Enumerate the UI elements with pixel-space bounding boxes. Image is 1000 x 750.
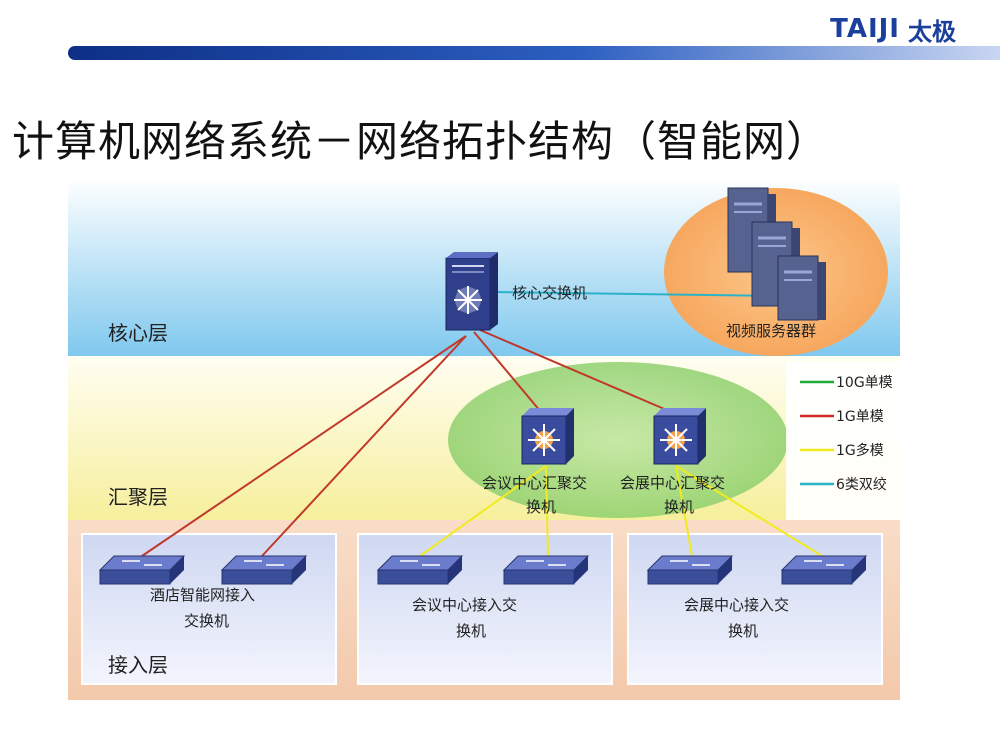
legend-label: 1G多模 — [836, 442, 884, 459]
link-core-conf-agg — [473, 331, 547, 419]
server-tower-icon — [777, 255, 826, 321]
label-hotel-access-line1: 酒店智能网接入 — [150, 586, 255, 604]
logo-text-cn: 太极 — [908, 17, 956, 46]
label-access-layer: 接入层 — [108, 653, 168, 677]
links — [141, 291, 823, 557]
legend: 10G单模 1G单模 1G多模 6类双绞 — [786, 362, 900, 520]
label-video-servers: 视频服务器群 — [726, 322, 816, 340]
link-expo-agg-access-1 — [675, 465, 693, 557]
label-aggregation-layer: 汇聚层 — [108, 485, 168, 509]
access-switch-icon — [220, 555, 308, 585]
core-switch-icon — [445, 252, 498, 331]
link-expo-agg-access-2 — [675, 465, 823, 557]
legend-label: 1G单模 — [836, 409, 884, 425]
expo-agg-switch-icon — [653, 408, 706, 465]
video-server-icon — [727, 187, 826, 321]
access-switch-icon — [780, 555, 868, 585]
logo: TAIJI 太极 — [830, 14, 956, 46]
legend-item: 6类双绞 — [800, 476, 887, 493]
label-conf-access-line2: 换机 — [456, 622, 486, 640]
link-core-hotel-1 — [141, 335, 467, 557]
label-conf-access-line1: 会议中心接入交 — [412, 596, 517, 614]
legend-item: 1G单模 — [800, 409, 884, 425]
header-bar — [68, 46, 1000, 60]
link-conf-agg-access-1 — [419, 465, 547, 557]
link-conf-agg-access-2 — [545, 465, 549, 557]
label-expo-agg-line1: 会展中心汇聚交 — [620, 474, 725, 492]
label-conf-agg-line1: 会议中心汇聚交 — [482, 474, 587, 492]
link-core-hotel-2 — [261, 335, 467, 557]
label-expo-agg-line2: 换机 — [664, 498, 694, 516]
conf-agg-switch-icon — [521, 408, 574, 465]
legend-label: 6类双绞 — [836, 476, 887, 493]
access-switch-icon — [646, 555, 734, 585]
access-switch-icon — [98, 555, 186, 585]
page-title: 计算机网络系统－网络拓扑结构（智能网） — [12, 117, 830, 166]
legend-item: 1G多模 — [800, 442, 884, 459]
link-core-server — [493, 291, 779, 297]
legend-item: 10G单模 — [800, 375, 893, 391]
legend-box — [786, 362, 900, 520]
access-switch-icon — [502, 555, 590, 585]
access-switches — [98, 555, 868, 585]
label-core-switch: 核心交换机 — [512, 284, 587, 302]
aggregation-cloud — [448, 362, 788, 518]
access-switch-icon — [376, 555, 464, 585]
label-hotel-access-line2: 交换机 — [184, 612, 229, 630]
logo-text-en: TAIJI — [830, 14, 900, 44]
legend-label: 10G单模 — [836, 375, 893, 391]
label-conf-agg-line2: 换机 — [526, 498, 556, 516]
label-core-layer: 核心层 — [108, 321, 168, 345]
link-core-expo-agg — [479, 329, 677, 415]
label-expo-access-line2: 换机 — [728, 622, 758, 640]
label-expo-access-line1: 会展中心接入交 — [684, 596, 789, 614]
